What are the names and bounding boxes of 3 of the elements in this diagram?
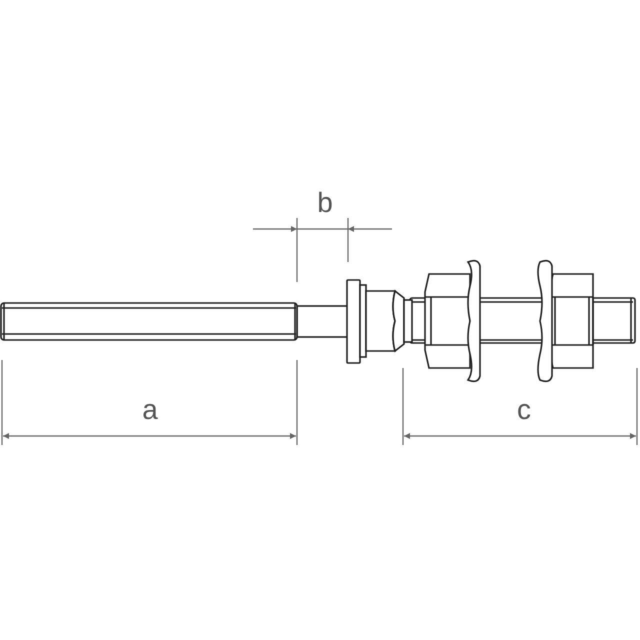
dimension-label: a bbox=[142, 396, 158, 424]
dimension-label: c bbox=[517, 396, 531, 424]
dimension-label: b bbox=[317, 189, 333, 217]
